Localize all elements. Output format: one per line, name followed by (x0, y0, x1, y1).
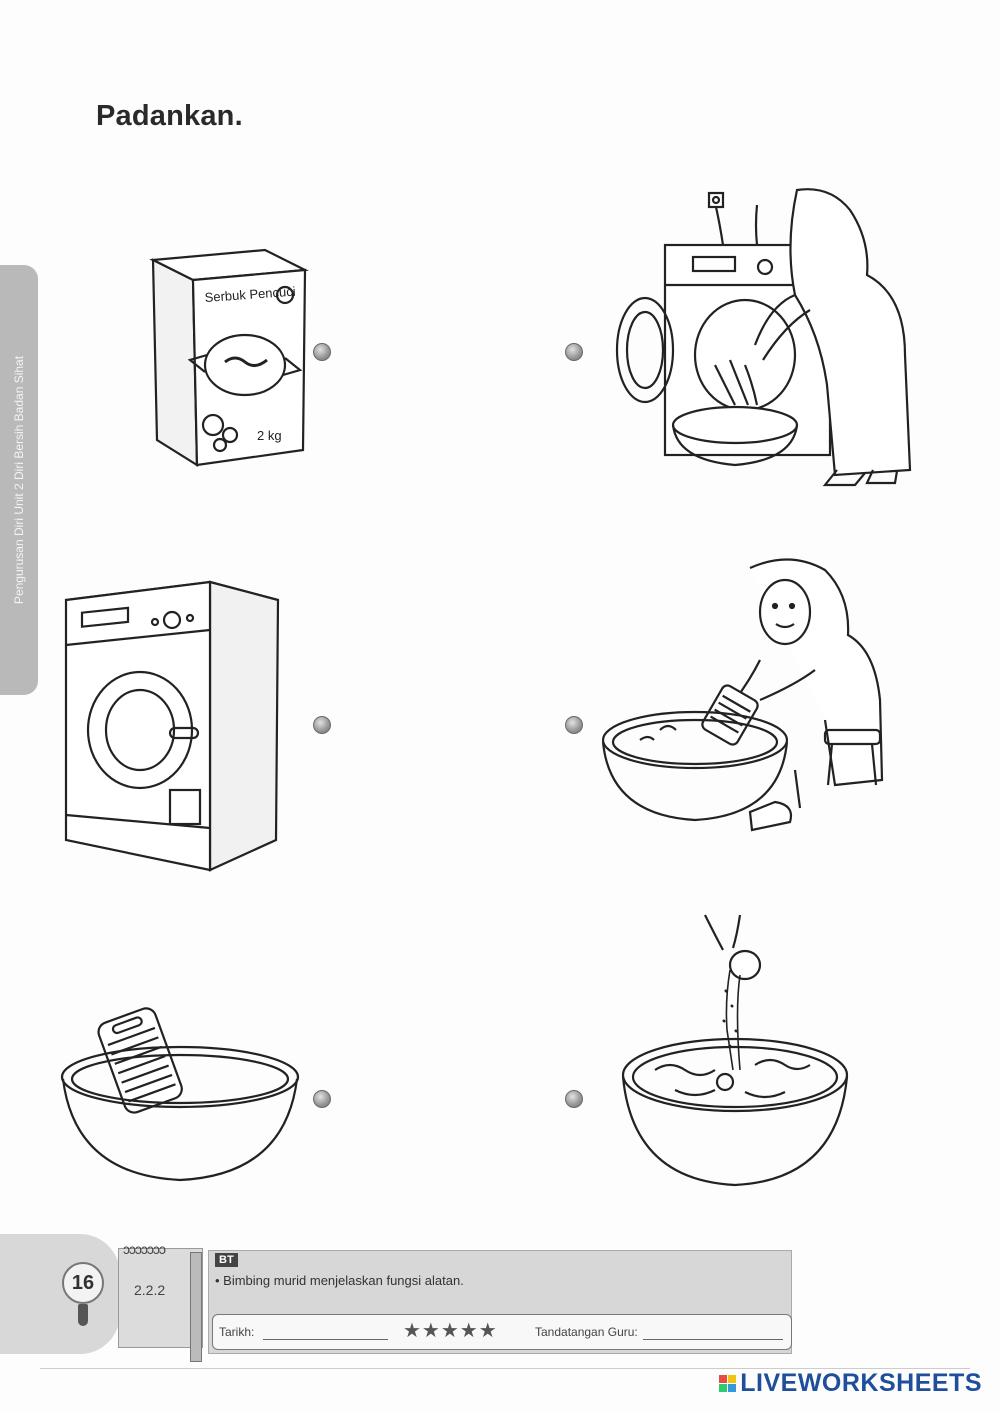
date-line[interactable] (263, 1339, 388, 1340)
logo-square-yellow (728, 1374, 737, 1383)
detergent-weight-text: 2 kg (257, 428, 282, 443)
logo-square-blue (728, 1383, 737, 1392)
signature-box: Tarikh: ★★★★★ Tandatangan Guru: (212, 1314, 792, 1350)
page-number-badge: 16 (62, 1262, 104, 1304)
logo-square-red (719, 1374, 728, 1383)
date-label: Tarikh: (219, 1325, 255, 1339)
match-dot-left-2[interactable] (313, 716, 331, 734)
detergent-label-text: Serbuk Pencuci (204, 284, 296, 305)
guidance-text: • Bimbing murid menjelaskan fungsi alata… (215, 1273, 464, 1288)
logo-square-green (719, 1383, 728, 1392)
washing-machine-image (60, 570, 290, 880)
footer: 16 ɔɔɔɔɔɔɔ 2.2.2 BT • Bimbing murid menj… (0, 1228, 1000, 1368)
logo-mark-icon (719, 1374, 737, 1392)
footer-band (0, 1234, 120, 1354)
detergent-box-image: Serbuk Pencuci 2 kg (145, 240, 315, 470)
match-dot-left-3[interactable] (313, 1090, 331, 1108)
match-dot-left-1[interactable] (313, 343, 331, 361)
woman-scrubbing-image (600, 550, 890, 850)
note-tag: BT (215, 1253, 238, 1267)
teacher-signature-label: Tandatangan Guru: (535, 1325, 638, 1339)
side-tab: Pengurusan Diri Unit 2 Diri Bersih Badan… (0, 265, 38, 695)
bottom-divider (40, 1368, 970, 1369)
pouring-detergent-image (615, 910, 860, 1200)
match-dot-right-3[interactable] (565, 1090, 583, 1108)
teacher-signature-line[interactable] (643, 1339, 783, 1340)
woman-using-washing-machine-image (605, 185, 925, 495)
worksheet-title: Padankan. (96, 100, 243, 132)
notebook-rings-icon: ɔɔɔɔɔɔɔ (123, 1241, 166, 1257)
logo-text: LIVEWORKSHEETS (740, 1368, 982, 1397)
match-dot-right-1[interactable] (565, 343, 583, 361)
rating-stars[interactable]: ★★★★★ (403, 1320, 498, 1342)
basin-with-washboard-image (55, 1005, 305, 1190)
side-tab-text: Pengurusan Diri Unit 2 Diri Bersih Badan… (12, 355, 26, 605)
liveworksheets-logo: LIVEWORKSHEETS (719, 1369, 982, 1397)
standard-code-box: ɔɔɔɔɔɔɔ 2.2.2 (118, 1241, 203, 1348)
page-pin-icon (78, 1304, 88, 1326)
match-dot-right-2[interactable] (565, 716, 583, 734)
standard-code: 2.2.2 (134, 1282, 166, 1298)
pencil-icon (190, 1252, 202, 1362)
